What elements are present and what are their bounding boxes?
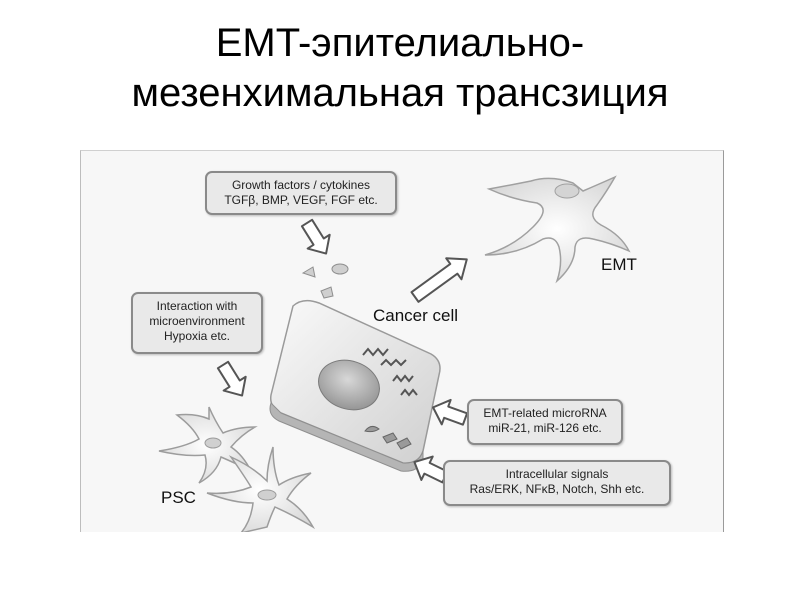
microenvironment-box: Interaction with microenvironment Hypoxi…	[131, 292, 263, 354]
intracellular-line-1: Intracellular signals	[505, 467, 609, 481]
organelle-shapes	[362, 347, 418, 397]
psc-cell-shape-2	[206, 446, 316, 532]
slide-title-line-2: мезенхимальная трансзиция	[131, 71, 669, 115]
emt-label: EMT	[601, 255, 637, 274]
intracellular-signals-box: Intracellular signals Ras/ERK, NFκB, Not…	[443, 460, 671, 506]
arrow-to-emt	[410, 257, 468, 303]
emt-cell-shape	[484, 175, 631, 284]
psc-label: PSC	[161, 488, 196, 507]
emt-cell-nucleus	[554, 183, 580, 199]
psc-nucleus-1	[204, 437, 222, 449]
microenvironment-line-2: microenvironment	[149, 314, 245, 328]
micro-rna-box: EMT-related microRNA miR-21, miR-126 etc…	[467, 399, 623, 445]
microenvironment-line-3: Hypoxia etc.	[163, 329, 231, 343]
nucleus-shape	[318, 359, 380, 411]
slide-title-line-1: EMT-эпителиально-	[215, 21, 585, 65]
micro-rna-line-2: miR-21, miR-126 etc.	[488, 421, 602, 435]
arrow-microenvironment	[216, 360, 247, 397]
vesicle-shapes	[364, 425, 412, 450]
cancer-cell-label: Cancer cell	[373, 306, 459, 325]
microenvironment-line-1: Interaction with	[156, 299, 238, 313]
diagram-artwork	[158, 175, 631, 532]
arrow-growth-factors	[300, 218, 331, 255]
growth-factors-line-2: TGFβ, BMP, VEGF, FGF etc.	[224, 193, 378, 207]
psc-nucleus-2	[257, 489, 277, 501]
slide-title: EMT-эпителиально- мезенхимальная трансзи…	[0, 18, 800, 118]
growth-factor-particles	[301, 263, 349, 299]
emt-diagram: Growth factors / cytokines TGFβ, BMP, VE…	[80, 150, 724, 532]
micro-rna-line-1: EMT-related microRNA	[483, 406, 607, 420]
intracellular-line-2: Ras/ERK, NFκB, Notch, Shh etc.	[469, 482, 645, 496]
arrow-micro-rna	[432, 398, 469, 426]
growth-factors-line-1: Growth factors / cytokines	[231, 178, 371, 192]
growth-factors-box: Growth factors / cytokines TGFβ, BMP, VE…	[205, 171, 397, 215]
